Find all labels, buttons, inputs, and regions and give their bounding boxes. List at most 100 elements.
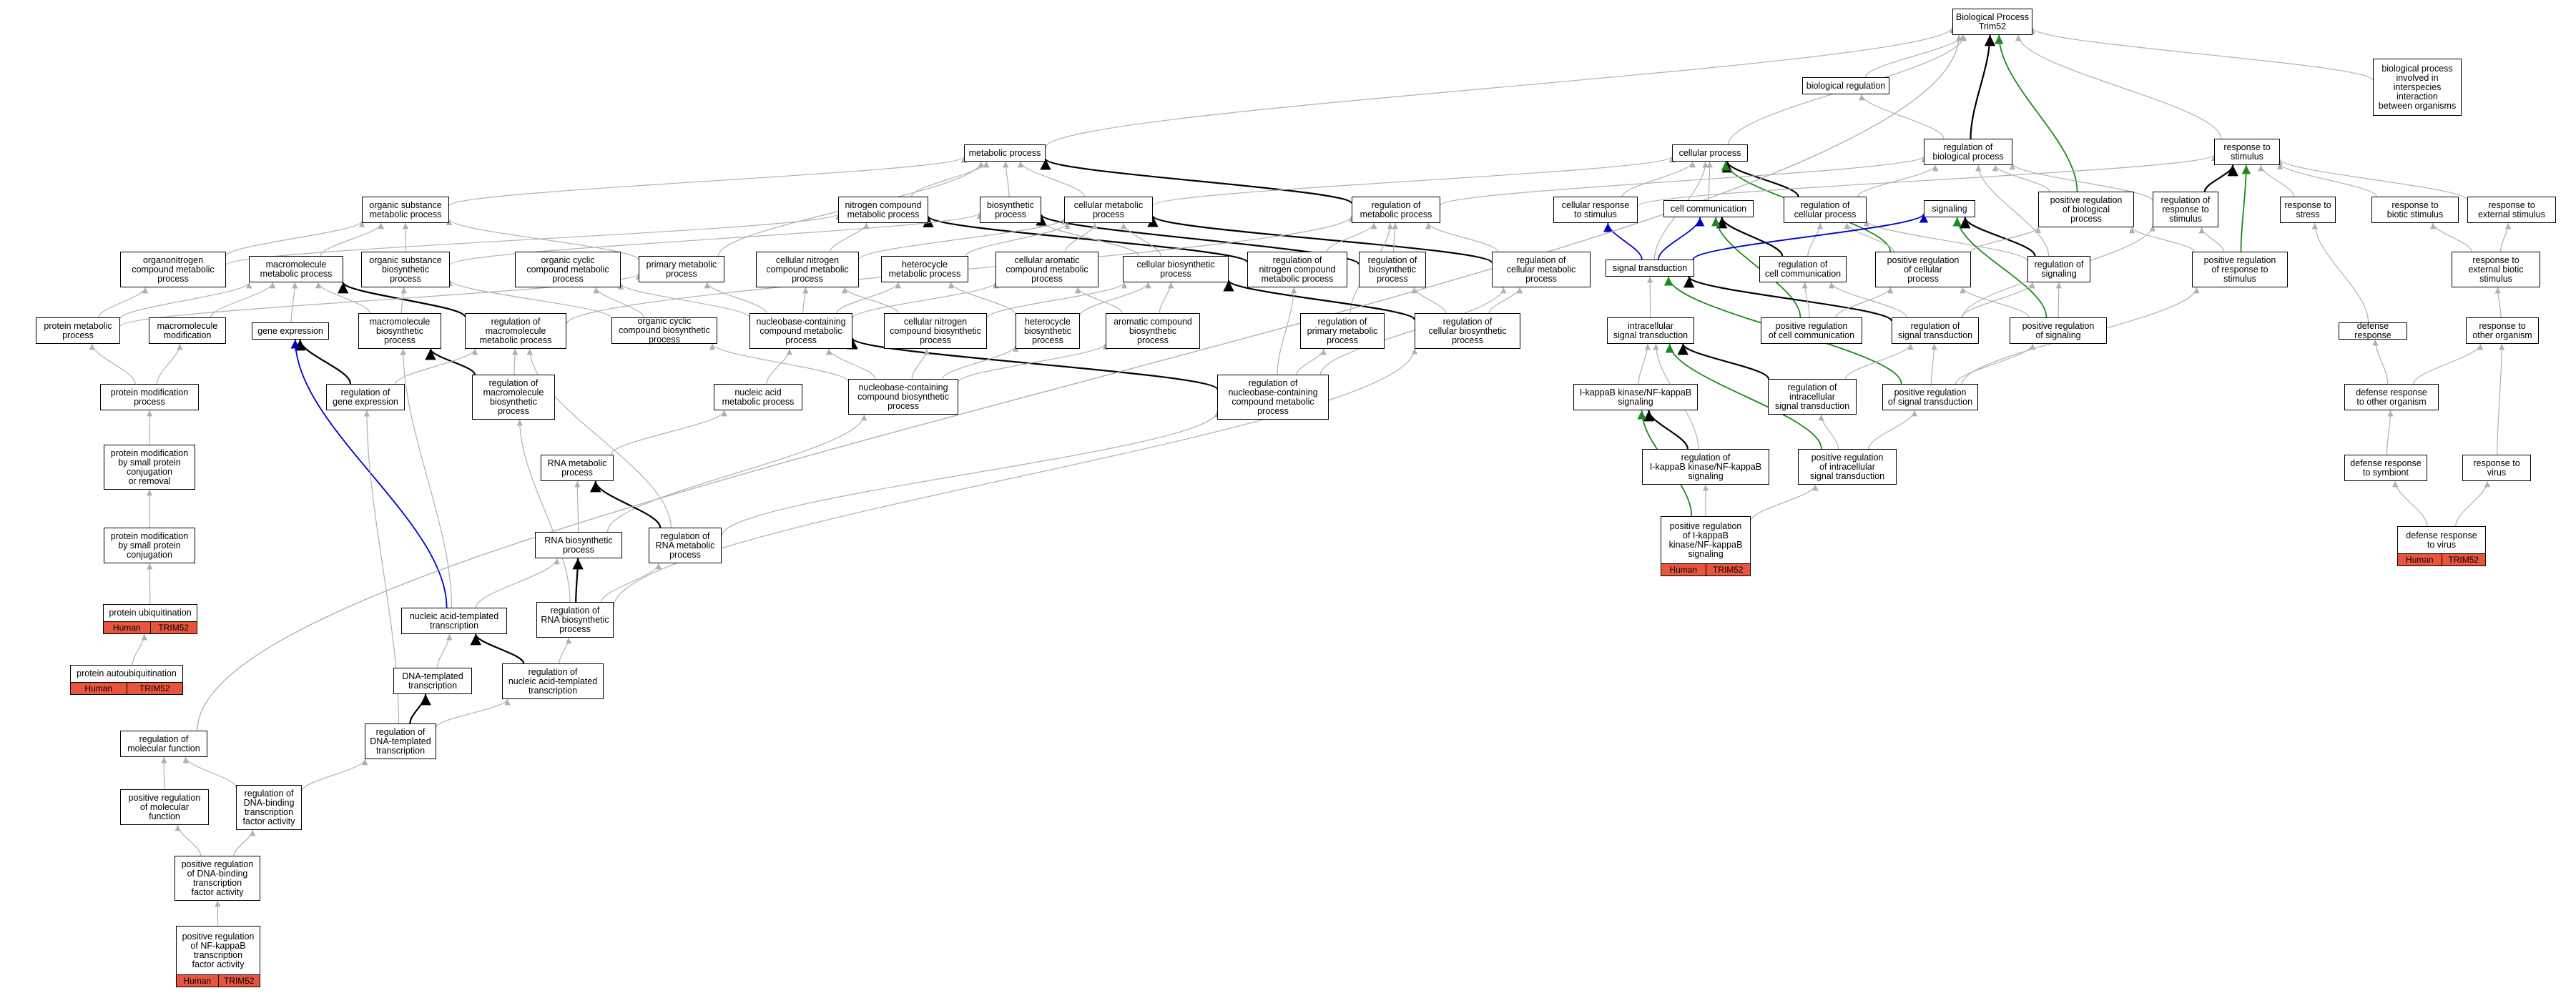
go-term-respbiotic[interactable]: response to biotic stimulus [2371,197,2459,223]
go-term-heteromet[interactable]: heterocycle metabolic process [881,256,968,282]
go-term-defother[interactable]: defense response to other organism [2344,384,2439,410]
go-term-regintrasig[interactable]: regulation of intracellular signal trans… [1768,379,1857,415]
go-term-protmodproc[interactable]: protein modification process [100,384,199,410]
go-term-biosyn[interactable]: biosynthetic process [980,197,1041,223]
go-term-regdnabind[interactable]: regulation of DNA-binding transcription … [236,785,302,830]
go-term-cellproc[interactable]: cellular process [1672,144,1748,162]
go-term-regprim[interactable]: regulation of primary metabolic process [1300,313,1385,349]
edge-cellmet-to-cellproc [1152,156,1675,207]
go-term-orgnitro[interactable]: organonitrogen compound metabolic proces… [120,252,226,287]
go-term-cellnitrobio[interactable]: cellular nitrogen compound biosynthetic … [884,313,987,349]
go-term-cellcomm[interactable]: cell communication [1663,200,1754,217]
go-term-posregikk[interactable]: positive regulation of I-kappaB kinase/N… [1661,516,1751,576]
go-term-nucacidmet[interactable]: nucleic acid metabolic process [714,384,802,410]
go-term-rnamet[interactable]: RNA metabolic process [541,455,614,481]
go-term-cellarom[interactable]: cellular aromatic compound metabolic pro… [996,252,1098,287]
go-term-defresp[interactable]: defense response [2339,322,2407,340]
go-term-signaling[interactable]: signaling [1924,200,1975,217]
edge-respother-to-respbioext [2494,287,2502,318]
edge-regnucbase-to-regnitro [1277,287,1297,375]
go-term-orgsubbio[interactable]: organic substance biosynthetic process [361,252,450,287]
go-term-regnitro[interactable]: regulation of nitrogen compound metaboli… [1247,252,1347,287]
go-term-respother[interactable]: response to other organism [2466,317,2539,344]
go-term-heterobio[interactable]: heterocycle biosynthetic process [1016,313,1080,349]
go-term-regbiosyn[interactable]: regulation of biosynthetic process [1359,252,1426,287]
go-term-posregmolfunc[interactable]: positive regulation of molecular functio… [120,789,209,825]
edge-cellnitro-to-cellmet [858,218,1068,260]
go-term-orgcyc[interactable]: organic cyclic compound metabolic proces… [515,252,621,287]
go-term-posregsigtrans[interactable]: positive regulation of signal transducti… [1882,384,1978,410]
go-term-regcellproc[interactable]: regulation of cellular process [1784,197,1867,223]
go-term-protmet[interactable]: protein metabolic process [36,317,120,344]
go-term-respstim[interactable]: response to stimulus [2214,139,2280,165]
go-term-regsigtrans[interactable]: regulation of signal transduction [1892,317,1979,344]
edge-regnitro-to-regmet [1326,222,1377,252]
go-term-regrnabio[interactable]: regulation of RNA biosynthetic process [536,602,614,638]
go-term-regnucacidtx[interactable]: regulation of nucleic acid-templated tra… [502,663,604,699]
edge-regmacrobio-to-macrobio [425,348,476,375]
edge-interspecies-to-root [2029,27,2374,81]
go-term-regmet[interactable]: regulation of metabolic process [1352,197,1440,223]
go-term-regresp[interactable]: regulation of response to stimulus [2153,192,2218,227]
go-term-primmet[interactable]: primary metabolic process [639,256,724,282]
go-term-protmodsmall[interactable]: protein modification by small protein co… [104,445,195,490]
edge-defresp-to-respstress [2311,222,2369,323]
go-term-regmacromet[interactable]: regulation of macromolecule metabolic pr… [465,313,566,349]
go-term-cellbio[interactable]: cellular biosynthetic process [1123,256,1229,282]
go-term-reggeneexp[interactable]: regulation of gene expression [326,384,405,410]
go-term-orgcycbio[interactable]: organic cyclic compound biosynthetic pro… [611,317,717,345]
go-term-posregcellproc[interactable]: positive regulation of cellular process [1875,252,1971,287]
go-term-macromet[interactable]: macromolecule metabolic process [249,256,343,282]
go-term-posregintrasig[interactable]: positive regulation of intracellular sig… [1798,449,1897,485]
go-term-protmodconj[interactable]: protein modification by small protein co… [104,528,195,563]
go-term-orgsub[interactable]: organic substance metabolic process [362,197,449,223]
go-term-posregresp[interactable]: positive regulation of response to stimu… [2192,252,2288,287]
go-term-root[interactable]: Biological Process Trim52 [1952,9,2032,35]
go-term-posregcellcomm[interactable]: positive regulation of cell communicatio… [1761,317,1862,344]
go-term-respbioext[interactable]: response to external biotic stimulus [2452,252,2540,287]
go-term-regsignaling[interactable]: regulation of signaling [2027,256,2090,282]
go-term-regrnamet[interactable]: regulation of RNA metabolic process [649,528,722,563]
go-term-posregdnabind[interactable]: positive regulation of DNA-binding trans… [174,856,260,901]
go-term-nucacidtx[interactable]: nucleic acid-templated transcription [401,608,507,634]
go-term-arombio[interactable]: aromatic compound biosynthetic process [1106,313,1200,349]
go-term-cellnitro[interactable]: cellular nitrogen compound metabolic pro… [756,252,859,287]
go-term-rnabio[interactable]: RNA biosynthetic process [535,532,622,558]
go-term-regcellcomm[interactable]: regulation of cell communication [1759,256,1847,282]
go-term-geneexp[interactable]: gene expression [252,322,329,340]
go-term-nucbasebio[interactable]: nucleobase-containing compound biosynthe… [848,379,958,415]
go-term-cellresp[interactable]: cellular response to stimulus [1553,197,1638,223]
go-term-regmolfunc[interactable]: regulation of molecular function [120,731,207,757]
go-term-regdnatx[interactable]: regulation of DNA-templated transcriptio… [365,723,436,759]
go-term-regcellmet[interactable]: regulation of cellular metabolic process [1492,252,1591,287]
go-term-nitro[interactable]: nitrogen compound metabolic process [838,197,928,223]
go-term-defsymb[interactable]: defense response to symbiont [2344,455,2427,481]
go-term-metproc[interactable]: metabolic process [964,144,1046,162]
go-term-posregnfkb[interactable]: positive regulation of NF-kappaB transcr… [176,926,260,987]
go-term-macromod[interactable]: macromolecule modification [149,317,226,344]
go-term-regcellbio[interactable]: regulation of cellular biosynthetic proc… [1415,313,1520,349]
go-term-dnatx[interactable]: DNA-templated transcription [393,668,472,694]
go-term-regnucbase[interactable]: regulation of nucleobase-containing comp… [1217,375,1329,420]
go-term-posregsignaling[interactable]: positive regulation of signaling [2010,317,2107,344]
go-term-ikk[interactable]: I-kappaB kinase/NF-kappaB signaling [1573,384,1698,410]
go-term-regbio[interactable]: regulation of biological process [1924,139,2012,165]
go-term-posregbio[interactable]: positive regulation of biological proces… [2038,192,2134,227]
go-term-respstress[interactable]: response to stress [2280,197,2336,223]
go-term-respvirus[interactable]: response to virus [2462,455,2531,481]
go-term-cellmet[interactable]: cellular metabolic process [1064,197,1153,223]
go-term-intrasig[interactable]: intracellular signal transduction [1607,317,1694,344]
go-term-nucbase[interactable]: nucleobase-containing compound metabolic… [749,313,852,349]
edge-regdnatx-to-dnatx [409,693,431,724]
go-term-respext[interactable]: response to external stimulus [2467,197,2556,223]
edge-regcellbio-to-regcellmet [1488,287,1523,314]
go-term-interspecies[interactable]: biological process involved in interspec… [2373,59,2462,116]
go-term-macrobio[interactable]: macromolecule biosynthetic process [358,313,441,349]
go-term-bioreg[interactable]: biological regulation [1802,77,1889,94]
go-term-regmacrobio[interactable]: regulation of macromolecule biosynthetic… [472,375,555,420]
go-term-regikk[interactable]: regulation of I-kappaB kinase/NF-kappaB … [1642,449,1769,485]
go-term-sigtrans[interactable]: signal transduction [1606,260,1694,277]
